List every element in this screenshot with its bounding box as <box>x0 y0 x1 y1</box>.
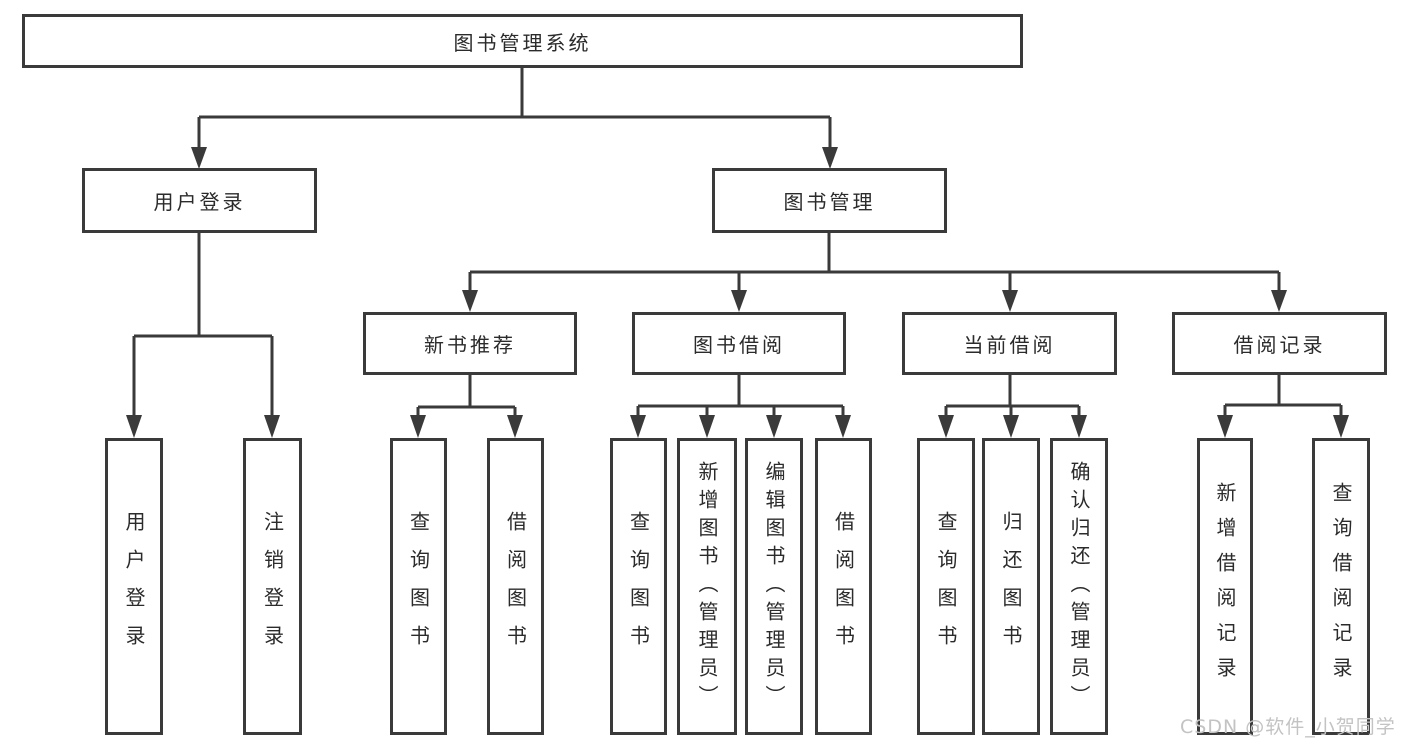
leaf-borrow-query-books: 查询图书 <box>610 438 667 735</box>
node-book-management-label: 图书管理 <box>783 190 876 214</box>
leaf-newbook-borrow-books: 借阅图书 <box>487 438 544 735</box>
node-borrow-record: 借阅记录 <box>1172 312 1387 375</box>
leaf-edit-books-admin-label: 编辑图书（管理员） <box>762 460 786 713</box>
connector-root-to-level1 <box>191 68 838 169</box>
node-root-system: 图书管理系统 <box>22 14 1023 68</box>
leaf-user-login: 用户登录 <box>105 438 163 735</box>
node-new-book-recommend: 新书推荐 <box>363 312 577 375</box>
leaf-newbook-query-books-label: 查询图书 <box>406 510 431 663</box>
connector-new-book-branch <box>410 375 523 438</box>
leaf-confirm-return-admin: 确认归还（管理员） <box>1050 438 1108 735</box>
leaf-add-borrow-record: 新增借阅记录 <box>1197 438 1253 735</box>
leaf-query-borrow-record-label: 查询借阅记录 <box>1329 481 1353 692</box>
leaf-current-query-books-label: 查询图书 <box>934 510 958 663</box>
connector-user-login-branch <box>126 233 280 438</box>
leaf-borrow-books: 借阅图书 <box>815 438 872 735</box>
leaf-return-books-label: 归还图书 <box>999 510 1023 663</box>
node-book-borrow-label: 图书借阅 <box>693 333 785 357</box>
node-user-login-label: 用户登录 <box>153 190 246 214</box>
leaf-add-books-admin: 新增图书（管理员） <box>677 438 737 735</box>
node-borrow-record-label: 借阅记录 <box>1233 333 1326 357</box>
connector-current-borrow-branch <box>938 375 1087 438</box>
leaf-return-books: 归还图书 <box>982 438 1040 735</box>
node-current-borrow-label: 当前借阅 <box>963 333 1056 357</box>
leaf-newbook-query-books: 查询图书 <box>390 438 447 735</box>
watermark-text: CSDN @软件_小贺同学 <box>1180 716 1396 738</box>
leaf-query-borrow-record: 查询借阅记录 <box>1312 438 1370 735</box>
connector-book-management-branch <box>462 233 1287 312</box>
leaf-newbook-borrow-books-label: 借阅图书 <box>503 510 528 663</box>
leaf-edit-books-admin: 编辑图书（管理员） <box>745 438 803 735</box>
leaf-logout-label: 注销登录 <box>260 510 285 663</box>
node-book-management: 图书管理 <box>712 168 947 233</box>
leaf-add-borrow-record-label: 新增借阅记录 <box>1213 481 1237 692</box>
node-user-login: 用户登录 <box>82 168 317 233</box>
node-root-system-label: 图书管理系统 <box>453 30 592 55</box>
leaf-user-login-label: 用户登录 <box>122 510 146 663</box>
leaf-logout: 注销登录 <box>243 438 302 735</box>
node-new-book-recommend-label: 新书推荐 <box>424 333 516 357</box>
connector-book-borrow-branch <box>630 375 851 438</box>
node-book-borrow: 图书借阅 <box>632 312 846 375</box>
leaf-add-books-admin-label: 新增图书（管理员） <box>695 460 719 713</box>
leaf-confirm-return-admin-label: 确认归还（管理员） <box>1067 460 1091 713</box>
node-current-borrow: 当前借阅 <box>902 312 1117 375</box>
leaf-borrow-query-books-label: 查询图书 <box>626 510 651 663</box>
connector-borrow-record-branch <box>1217 375 1349 438</box>
leaf-current-query-books: 查询图书 <box>917 438 975 735</box>
leaf-borrow-books-label: 借阅图书 <box>831 510 856 663</box>
